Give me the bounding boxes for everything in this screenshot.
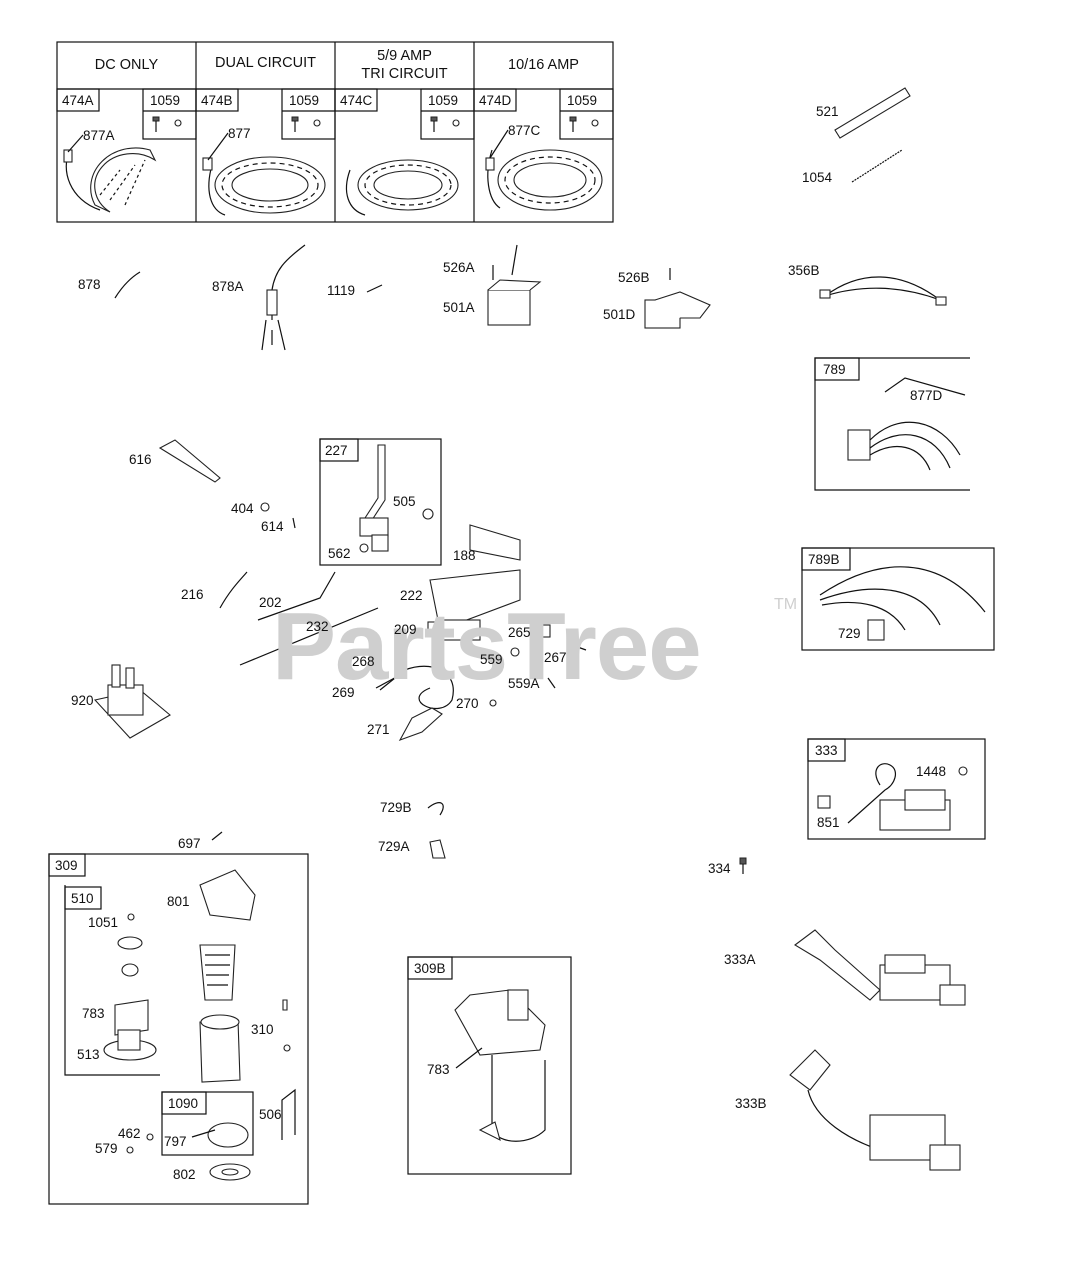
label-851: 851	[817, 815, 840, 830]
label-267: 267	[544, 650, 567, 665]
label-920: 920	[71, 693, 94, 708]
kit-309b-box	[407, 956, 572, 1175]
kit-309-tag: 309	[55, 858, 78, 873]
header-dual-circuit: DUAL CIRCUIT	[215, 55, 316, 71]
watermark: PartsTree	[272, 593, 702, 700]
label-232: 232	[306, 619, 329, 634]
label-697: 697	[178, 836, 201, 851]
label-801: 801	[167, 894, 190, 909]
label-877: 877	[228, 126, 251, 141]
solenoid-920	[93, 664, 171, 739]
label-579: 579	[95, 1141, 118, 1156]
label-802: 802	[173, 1167, 196, 1182]
governor-controls	[158, 439, 587, 859]
label-559: 559	[480, 652, 503, 667]
label-521: 521	[816, 104, 839, 119]
label-188: 188	[453, 548, 476, 563]
label-878: 878	[78, 277, 101, 292]
kit-309b-tag: 309B	[414, 961, 446, 976]
label-334: 334	[708, 861, 731, 876]
assembly-474b: 474B	[201, 93, 233, 108]
label-505: 505	[393, 494, 416, 509]
label-202: 202	[259, 595, 282, 610]
screw-kit-1059-a: 1059	[150, 93, 181, 108]
label-333b: 333B	[735, 1096, 767, 1111]
label-501a: 501A	[443, 300, 475, 315]
label-729b: 729B	[380, 800, 412, 815]
kit-510-tag: 510	[71, 891, 94, 906]
kit-227-box	[319, 438, 442, 566]
label-877a: 877A	[83, 128, 115, 143]
label-783-309b: 783	[427, 1062, 450, 1077]
label-209: 209	[394, 622, 417, 637]
label-877c: 877C	[508, 123, 541, 138]
label-797: 797	[164, 1134, 187, 1149]
kit-789b-box	[801, 547, 995, 651]
label-1119: 1119	[327, 283, 356, 298]
label-310: 310	[251, 1022, 274, 1037]
screw-kit-1059-d: 1059	[567, 93, 598, 108]
kit-227-tag: 227	[325, 443, 348, 458]
header-tri-circuit: 5/9 AMP TRI CIRCUIT	[361, 48, 448, 82]
label-216: 216	[181, 587, 204, 602]
label-526a: 526A	[443, 260, 475, 275]
screw-334	[739, 857, 747, 874]
label-222: 222	[400, 588, 423, 603]
kit-789-box	[814, 357, 970, 491]
label-729: 729	[838, 626, 861, 641]
label-1051: 1051	[88, 915, 119, 930]
label-616: 616	[129, 452, 152, 467]
screw-icons	[152, 116, 599, 132]
label-333a: 333A	[724, 952, 756, 967]
label-614: 614	[261, 519, 284, 534]
assembly-474c: 474C	[340, 93, 373, 108]
label-562: 562	[328, 546, 351, 561]
label-404: 404	[231, 501, 254, 516]
label-559a: 559A	[508, 676, 540, 691]
kit-789-tag: 789	[823, 362, 846, 377]
label-356b: 356B	[788, 263, 820, 278]
header-dc-only: DC ONLY	[94, 57, 159, 73]
label-1054: 1054	[802, 170, 833, 185]
label-1448: 1448	[916, 764, 947, 779]
label-783: 783	[82, 1006, 105, 1021]
screw-kit-1059-b: 1059	[289, 93, 320, 108]
screw-697	[211, 831, 223, 841]
ignition-coils	[789, 929, 966, 1171]
kit-789b-tag: 789B	[808, 552, 840, 567]
label-271: 271	[367, 722, 390, 737]
kit-333-box	[807, 738, 986, 840]
label-878a: 878A	[212, 279, 244, 294]
label-270: 270	[456, 696, 479, 711]
header-10-16-amp: 10/16 AMP	[508, 57, 579, 73]
label-462: 462	[118, 1126, 141, 1141]
label-501d: 501D	[603, 307, 636, 322]
assembly-474d: 474D	[479, 93, 512, 108]
kit-1090-tag: 1090	[168, 1096, 199, 1111]
label-526b: 526B	[618, 270, 650, 285]
misc-parts	[114, 87, 947, 351]
screw-kit-1059-c: 1059	[428, 93, 459, 108]
label-513: 513	[77, 1047, 100, 1062]
label-729a: 729A	[378, 839, 410, 854]
stator-drawings	[63, 129, 603, 216]
label-877d: 877D	[910, 388, 943, 403]
label-506: 506	[259, 1107, 282, 1122]
assembly-474a: 474A	[62, 93, 94, 108]
label-269: 269	[332, 685, 355, 700]
stator-table-grid	[56, 41, 614, 223]
label-265: 265	[508, 625, 531, 640]
kit-309-box	[48, 853, 309, 1205]
kit-333-tag: 333	[815, 743, 838, 758]
label-268: 268	[352, 654, 375, 669]
watermark-trademark: TM	[774, 596, 798, 613]
